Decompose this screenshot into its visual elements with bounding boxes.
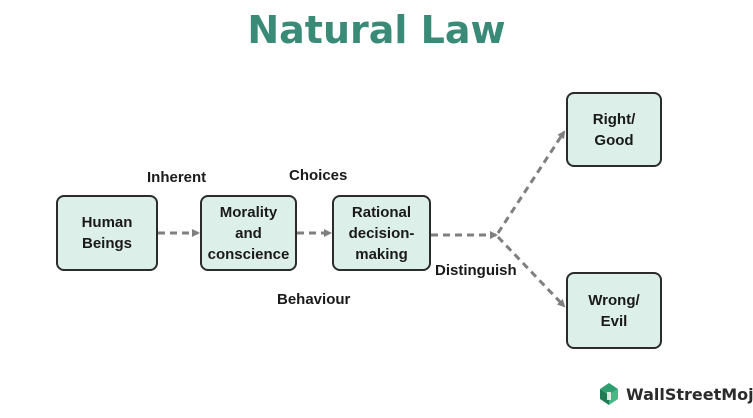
diagram-title: Natural Law	[247, 8, 506, 52]
node-rational-decision-making: Rational decision- making	[332, 195, 431, 271]
label-inherent: Inherent	[147, 169, 207, 186]
node-wrong-evil: Wrong/ Evil	[566, 272, 662, 349]
node-morality-and-conscience: Morality and conscience	[200, 195, 297, 271]
node-human-beings: Human Beings	[56, 195, 158, 271]
wallstreetmojo-logo-icon	[600, 383, 618, 405]
edge-branch-to-wrong	[496, 235, 566, 308]
logo-text: WallStreetMojo	[626, 384, 753, 404]
label-distinguish: Distinguish	[435, 262, 517, 279]
label-choices: Choices	[289, 167, 348, 184]
node-right-good: Right/ Good	[566, 92, 662, 167]
wallstreetmojo-logo: WallStreetMojo	[598, 381, 753, 407]
edge-branch-to-right	[496, 130, 566, 234]
label-behaviour: Behaviour	[277, 291, 351, 308]
